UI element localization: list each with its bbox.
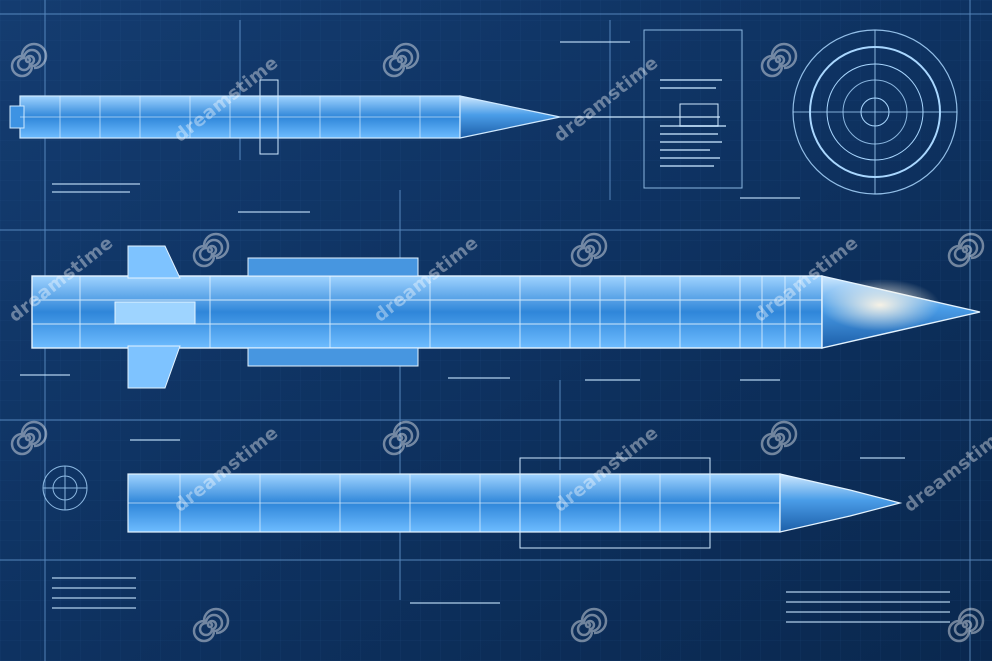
spiral-logo-icon	[382, 420, 420, 456]
spiral-logo-icon	[192, 232, 230, 268]
note-panel-lines	[660, 79, 726, 167]
small-radar-schematic	[42, 465, 88, 511]
spiral-logo-icon	[570, 232, 608, 268]
spiral-logo-icon	[192, 607, 230, 643]
spiral-logo-icon	[760, 42, 798, 78]
note-panel	[643, 29, 743, 189]
spiral-logo-icon	[947, 232, 985, 268]
missile-top	[9, 79, 720, 155]
circular-schematic	[792, 29, 958, 195]
spiral-logo-icon	[10, 420, 48, 456]
spiral-logo-icon	[10, 42, 48, 78]
missile-bottom	[127, 457, 903, 549]
spiral-logo-icon	[570, 607, 608, 643]
spiral-logo-icon	[382, 42, 420, 78]
annotation-lines	[20, 41, 950, 623]
spiral-logo-icon	[947, 607, 985, 643]
spiral-logo-icon	[760, 420, 798, 456]
missile-middle	[31, 245, 981, 389]
